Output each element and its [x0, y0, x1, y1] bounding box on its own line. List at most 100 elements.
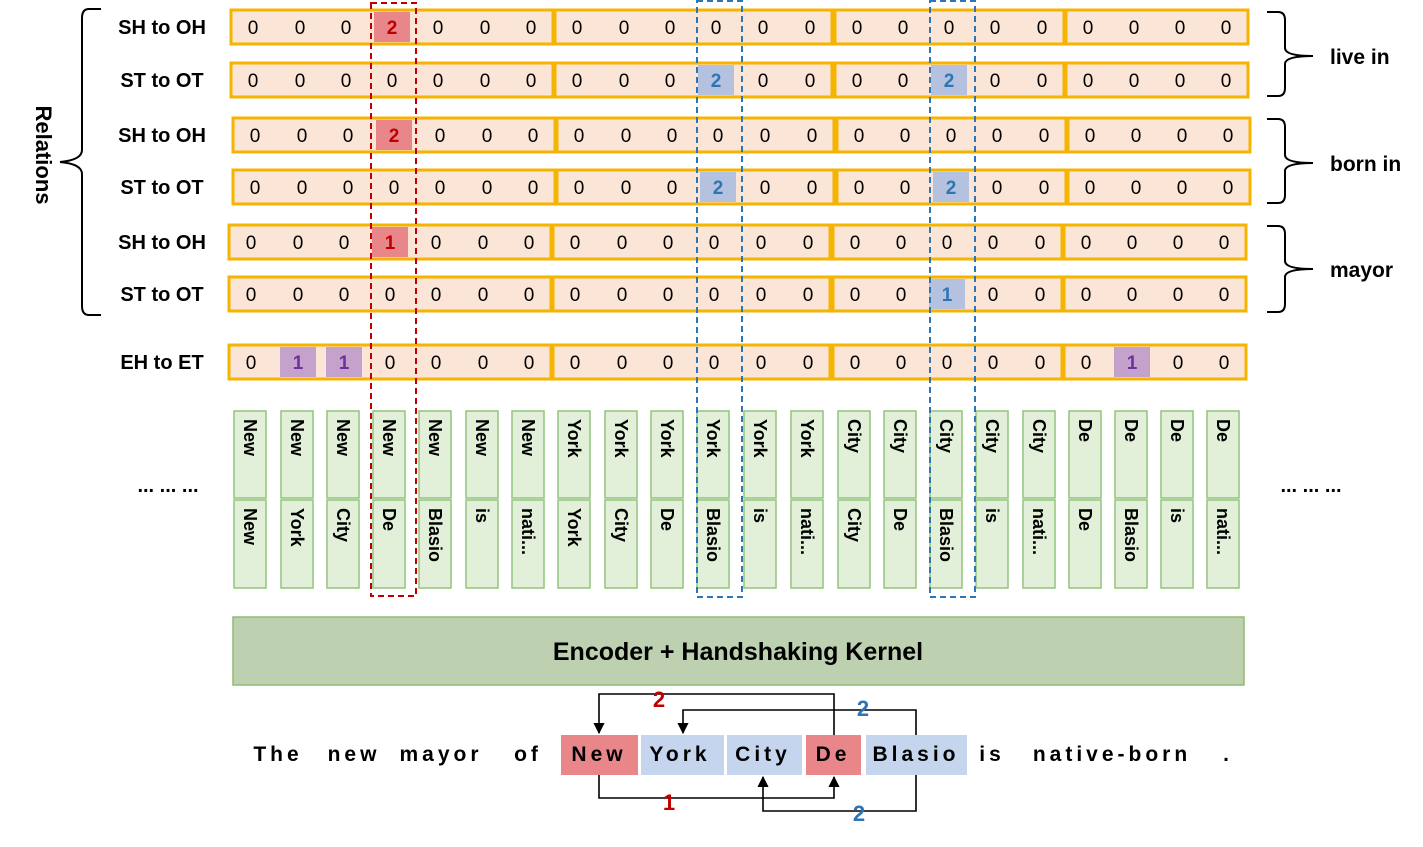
tag-cell-value: 0 [482, 178, 493, 199]
row-segment [551, 343, 832, 381]
token-head: New [425, 419, 445, 457]
row-label: SH to OH [118, 125, 206, 147]
row-segment [551, 275, 832, 313]
row-label: ST to OT [120, 284, 203, 306]
tag-cell-value: 0 [293, 233, 304, 254]
tag-cell-value: 1 [385, 233, 396, 254]
tag-cell-value: 0 [574, 126, 585, 147]
token-pair: Newnati... [511, 410, 545, 589]
token-tail-box [883, 499, 917, 589]
tag-cell-value: 0 [942, 233, 953, 254]
token-head: De [1075, 419, 1095, 442]
tag-cell-value: 0 [1219, 233, 1230, 254]
token-tail-box [326, 499, 360, 589]
row-segment [553, 61, 834, 99]
tag-cell-value: 0 [572, 18, 583, 39]
tag-cell-value: 0 [667, 178, 678, 199]
tag-cell-value: 0 [570, 233, 581, 254]
token-head-box [1160, 410, 1194, 499]
entity-word-box [727, 735, 802, 775]
tag-cell-value: 0 [803, 285, 814, 306]
tag-cell-value: 0 [1129, 71, 1140, 92]
tag-cell-value: 0 [619, 71, 630, 92]
encoder-block: Encoder + Handshaking Kernel [232, 616, 1245, 686]
tag-cell-value: 0 [295, 18, 306, 39]
tag-cell-value: 0 [896, 233, 907, 254]
token-tail-box [929, 499, 963, 589]
relation-name: mayor [1330, 259, 1393, 282]
token-tail: City [611, 508, 631, 542]
token-head-box [233, 410, 267, 499]
tag-cell-highlight [1114, 347, 1150, 377]
row-segment [555, 168, 836, 206]
tag-cell-value: 0 [621, 178, 632, 199]
row-label: ST to OT [120, 70, 203, 92]
word-text: Blasio [872, 743, 959, 766]
token-head-box [372, 410, 406, 499]
tag-cell-value: 0 [1219, 353, 1230, 374]
row-segment [1062, 343, 1248, 381]
entity-word-box [866, 735, 967, 775]
sentence-word: The [253, 743, 298, 766]
tag-cell-value: 0 [988, 353, 999, 374]
token-tail: is [1167, 508, 1187, 523]
token-head-box [837, 410, 871, 499]
token-head: City [1029, 419, 1049, 453]
tag-cell-value: 0 [528, 126, 539, 147]
token-tail: De [890, 508, 910, 531]
highlight-column [370, 2, 417, 597]
tag-cell-value: 0 [1037, 71, 1048, 92]
sentence-word: of [514, 743, 542, 766]
tag-cell-value: 0 [1085, 126, 1096, 147]
tag-cell-value: 0 [709, 233, 720, 254]
token-head: City [890, 419, 910, 453]
tag-cell-value: 0 [524, 233, 535, 254]
token-tail-box [650, 499, 684, 589]
token-tail-box [743, 499, 777, 589]
tag-cell-value: 0 [988, 285, 999, 306]
tag-cell-value: 0 [433, 18, 444, 39]
sentence-word: Blasio [866, 735, 967, 775]
relations-brace [59, 8, 101, 316]
row-segment [1066, 116, 1252, 154]
token-tail-box [790, 499, 824, 589]
tag-cell-highlight [280, 347, 316, 377]
tag-cell-highlight [372, 227, 408, 257]
tag-cell-value: 0 [803, 233, 814, 254]
entity-word-box [641, 735, 724, 775]
tag-cell-value: 0 [709, 353, 720, 374]
tag-cell-value: 0 [946, 126, 957, 147]
row-segment [555, 116, 836, 154]
token-head-box [790, 410, 824, 499]
tag-cell-highlight [376, 120, 412, 150]
token-head: De [1167, 419, 1187, 442]
token-head-box [696, 410, 730, 499]
tag-cell-value: 0 [942, 353, 953, 374]
token-head-box [1114, 410, 1148, 499]
arrow-label: 2 [853, 801, 865, 826]
tag-cell-value: 0 [1223, 178, 1234, 199]
token-head: De [1213, 419, 1233, 442]
tag-cell-value: 0 [617, 353, 628, 374]
token-tail: De [657, 508, 677, 531]
word-text: of [514, 743, 542, 766]
tag-cell-value: 0 [1035, 353, 1046, 374]
row-segment [1066, 168, 1252, 206]
entity-head-box [806, 735, 861, 775]
tag-cell-value: 0 [248, 71, 259, 92]
token-head: City [982, 419, 1002, 453]
tag-cell-value: 0 [1037, 18, 1048, 39]
tag-cell-value: 0 [1081, 353, 1092, 374]
tag-cell-value: 0 [852, 18, 863, 39]
tag-cell-value: 0 [621, 126, 632, 147]
tag-cell-value: 0 [898, 71, 909, 92]
token-tail-box [604, 499, 638, 589]
